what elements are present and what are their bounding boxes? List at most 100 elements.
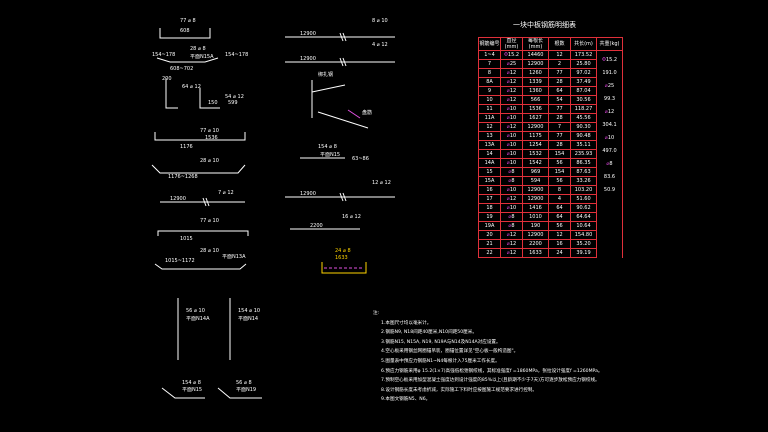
diameter-symbol-icon: ⌀ [506,106,510,112]
cell-bar-no: 11 [478,104,501,114]
label-n17-length: 12900 [300,56,316,62]
cell-total-length: 90.30 [570,122,597,132]
label-n14: 154 ⌀ 10 [238,308,260,314]
label-n20-length: 12900 [300,191,316,197]
cell-bar-no: 11A [478,113,501,123]
label-n19-bottom-plan: 平面N19 [236,387,256,393]
cell-total-length: 25.80 [570,59,597,69]
note-item: 2.钢筋N9, N18间距40厘米,N10间距50厘米。 [381,330,477,336]
cell-bar-no: 19 [478,212,501,222]
cell-count: 12 [548,50,571,60]
cell-diameter: ⌀8 [500,176,523,186]
cell-count: 7 [548,122,571,132]
cell-total-length: 154.80 [570,230,597,240]
cell-total-length: 118.27 [570,104,597,114]
weight-entry: 50.9 [603,187,616,193]
note-item: 1.本图尺寸均以毫米计。 [381,320,432,326]
label-n16-length: 12900 [300,31,316,37]
label-n22: 24 ⌀ 8 [335,248,351,254]
cell-bar-no: 17 [478,194,501,204]
label-n11a: 28 ⌀ 10 [200,158,219,164]
label-n10-height: 150 [208,100,218,106]
cell-length-each: 1536 [522,104,549,114]
note-item: 7.预制空心板采用加型混凝土强度达到设计强度的85%以上(且龄期不少于7天)方可… [381,378,600,384]
label-n17: 4 ⌀ 12 [372,42,388,48]
cell-diameter: ⌀12 [500,95,523,105]
label-n18-coil: 盘筋 [362,109,372,116]
note-item: 4.空心板采用钢丝网圈锚吊装，圈锚位置详见"空心板一般构造图"。 [381,349,519,355]
rebar-n9-shape [165,78,178,109]
cell-bar-no: 12 [478,122,501,132]
label-n13a: 28 ⌀ 10 [200,248,219,254]
cell-bar-no: 15A [478,176,501,186]
cell-count: 77 [548,131,571,141]
cell-length-each: 1532 [522,149,549,159]
rebar-n18-shape [311,80,369,129]
label-n14-plan: 平面N14 [238,316,258,322]
cell-total-length: 35.20 [570,239,597,249]
cell-length-each: 2200 [522,239,549,249]
label-n15-bottom: 154 ⌀ 8 [182,380,201,386]
label-n15-bottom-plan: 平面N15 [182,387,202,393]
cell-bar-no: 18 [478,203,501,213]
cell-bar-no: 13 [478,131,501,141]
cell-total-length: 37.49 [570,77,597,87]
cell-count: 77 [548,68,571,78]
rebar-n11-shape [154,132,246,141]
diameter-symbol-icon: ⌀ [508,169,512,175]
cell-diameter: ⌀8 [500,221,523,231]
cell-count: 154 [548,167,571,177]
cell-total-length: 10.64 [570,221,597,231]
cell-bar-no: 16 [478,185,501,195]
cell-length-each: 1010 [522,212,549,222]
cell-length-each: 1633 [522,248,549,258]
label-n14a-plan: 平面N14A [186,316,210,322]
cell-bar-no: 13A [478,140,501,150]
cell-bar-no: 20 [478,230,501,240]
cell-length-each: 12900 [522,185,549,195]
cell-length-each: 1416 [522,203,549,213]
weight-entry: ⌀8 [606,161,613,167]
cell-diameter: ⌀12 [500,86,523,96]
label-n15: 77 ⌀ 8 [180,18,196,24]
weight-entry: 304.1 [602,122,617,128]
label-n11a-length: 1176~1268 [168,174,198,180]
cell-bar-no: 8 [478,68,501,78]
table-header-row: 钢筋编号 直径(mm) 每根长(mm) 根数 共长(m) 共重(kg) [478,37,623,51]
diameter-symbol-icon: ⌀ [506,205,510,211]
cell-diameter: ⌀10 [500,131,523,141]
cell-length-each: 1339 [522,77,549,87]
diameter-symbol-icon: ⌀ [506,79,510,85]
label-n13a-plan: 平面N13A [222,254,246,260]
cell-diameter: ⌀10 [500,149,523,159]
header-total-length: 共长(m) [570,37,597,51]
cell-bar-no: 10 [478,95,501,105]
diameter-symbol-icon: ⌀ [506,97,510,103]
weight-entry: ⌀10 [604,135,615,141]
cell-bar-no: 15 [478,167,501,177]
diameter-symbol-icon: ⌀ [506,241,510,247]
cell-length-each: 1260 [522,68,549,78]
cell-total-length: 86.35 [570,158,597,168]
cell-length-each: 14460 [522,50,549,60]
diameter-symbol-icon: ⌀ [508,214,512,220]
cell-length-each: 566 [522,95,549,105]
diameter-symbol-icon: ⌀ [508,223,512,229]
cell-diameter: ⌀25 [500,59,523,69]
notes-heading: 注: [373,311,380,316]
cell-count: 16 [548,239,571,249]
cell-diameter: ⌀12 [500,230,523,240]
note-item: 9.本图文钢筋N5、N6。 [381,397,431,403]
cell-count: 56 [548,158,571,168]
rebar-n13-shape [157,230,249,236]
cell-diameter: ⌀8 [500,167,523,177]
weight-entry: Φ15.2 [601,57,618,63]
diameter-symbol-icon: ⌀ [506,115,510,121]
